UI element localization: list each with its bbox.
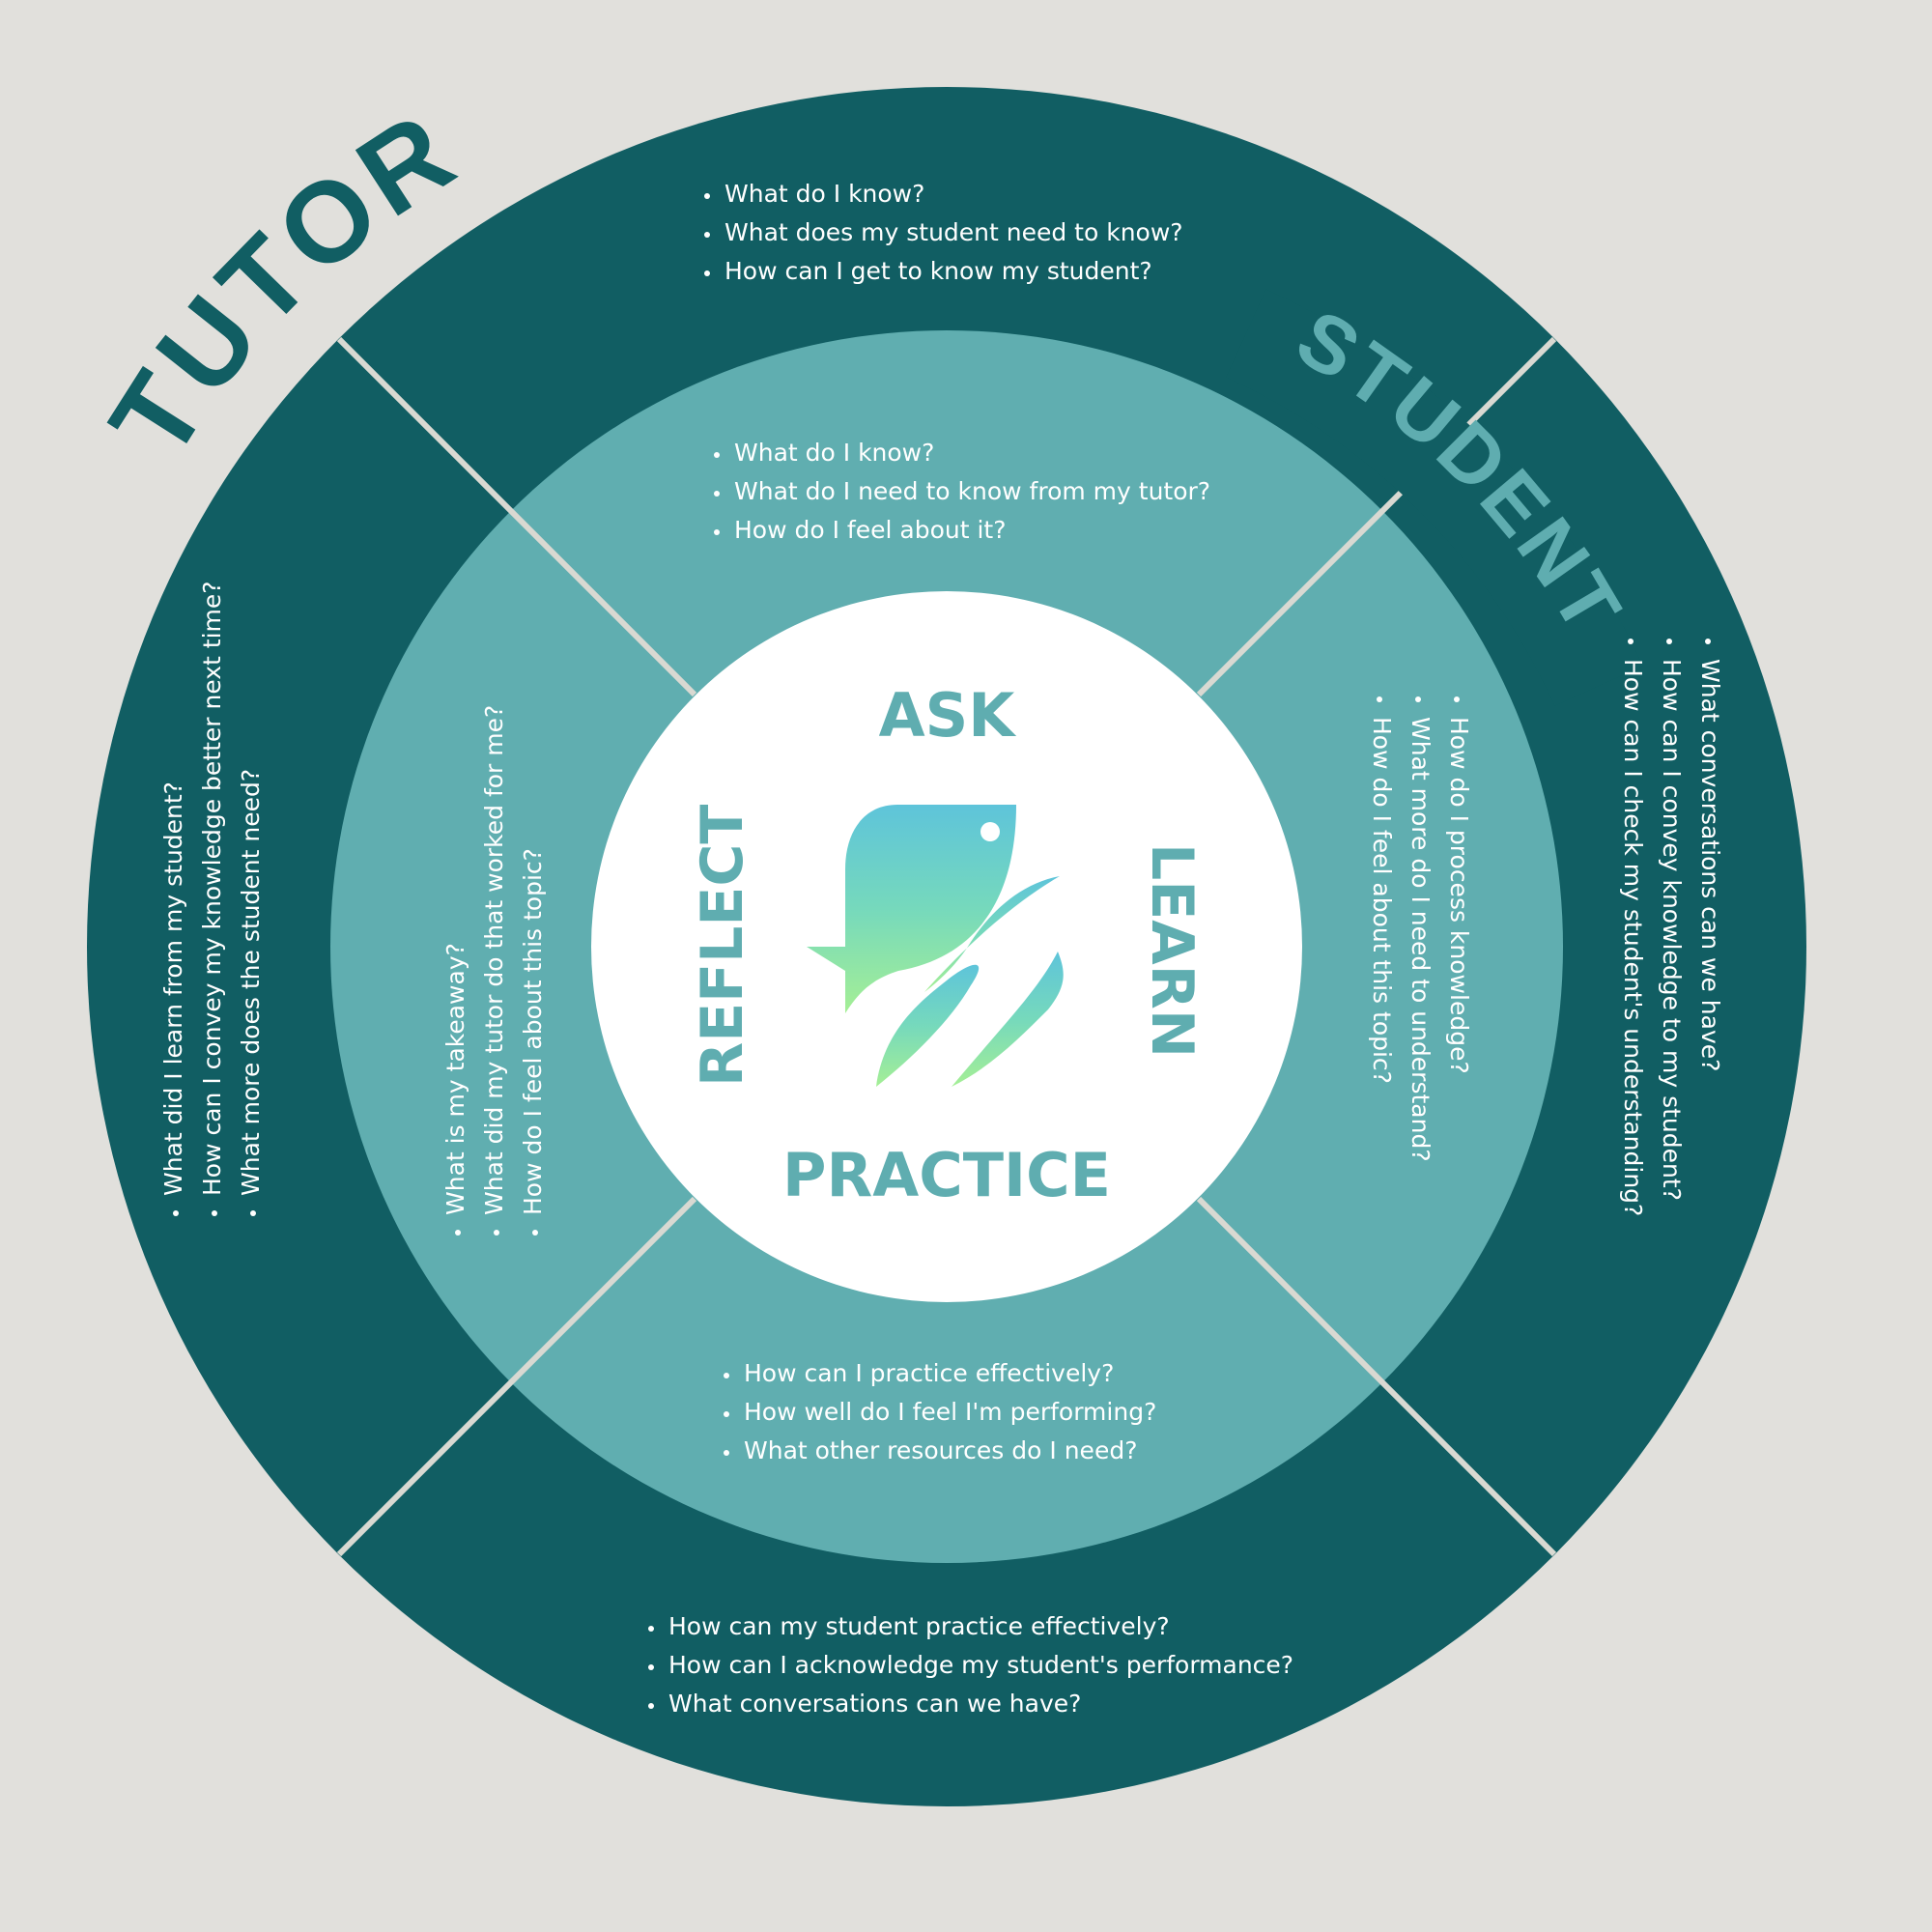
outer-left-question: What did I learn from my student?	[155, 581, 193, 1198]
inner-bottom-question: What other resources do I need?	[742, 1432, 1156, 1470]
inner-left-questions: What is my takeaway?What did my tutor do…	[437, 705, 553, 1246]
inner-top-question: What do I need to know from my tutor?	[732, 472, 1210, 511]
divider-bottom-left	[336, 1196, 697, 1557]
outer-bottom-question: How can I acknowledge my student's perfo…	[667, 1646, 1293, 1685]
divider-bottom-right	[1196, 1196, 1557, 1557]
inner-top-question: How do I feel about it?	[732, 511, 1210, 550]
outer-bottom-question: What conversations can we have?	[667, 1685, 1293, 1723]
divider-top-right	[1196, 336, 1557, 697]
inner-bottom-question: How well do I feel I'm performing?	[742, 1393, 1156, 1432]
reflect-label: REFLECT	[689, 804, 756, 1087]
outer-left-question: What more does the student need?	[232, 581, 270, 1198]
inner-top-questions: What do I know?What do I need to know fr…	[703, 434, 1210, 550]
learn-label: LEARN	[1138, 843, 1206, 1059]
outer-right-question: How can I check my student's understandi…	[1613, 657, 1652, 1216]
outer-top-question: What does my student need to know?	[723, 213, 1183, 252]
ask-label: ASK	[878, 680, 1015, 751]
inner-right-question: How do I feel about this topic?	[1362, 715, 1401, 1162]
inner-left-question: How do I feel about this topic?	[514, 705, 553, 1217]
student-label-backdrop	[1226, 289, 1643, 706]
inner-top-question: What do I know?	[732, 434, 1210, 472]
outer-top-question: How can I get to know my student?	[723, 252, 1183, 291]
outer-right-question: What conversations can we have?	[1690, 657, 1729, 1216]
inner-bottom-questions: How can I practice effectively?How well …	[713, 1354, 1156, 1470]
inner-bottom-question: How can I practice effectively?	[742, 1354, 1156, 1393]
inner-left-question: What did my tutor do that worked for me?	[475, 705, 514, 1217]
inner-right-question: What more do I need to understand?	[1401, 715, 1439, 1162]
inner-right-questions: How do I process knowledge?What more do …	[1362, 686, 1478, 1162]
fish-logo-icon	[807, 805, 1064, 1087]
outer-left-questions: What did I learn from my student?How can…	[155, 581, 270, 1227]
inner-left-question: What is my takeaway?	[437, 705, 475, 1217]
outer-bottom-question: How can my student practice effectively?	[667, 1607, 1293, 1646]
outer-top-question: What do I know?	[723, 175, 1183, 213]
outer-left-question: How can I convey my knowledge better nex…	[193, 581, 232, 1198]
divider-top-left	[336, 336, 697, 697]
outer-bottom-questions: How can my student practice effectively?…	[638, 1607, 1293, 1723]
outer-right-question: How can I convey knowledge to my student…	[1652, 657, 1690, 1216]
practice-label: PRACTICE	[782, 1140, 1111, 1210]
quadrant-dividers	[336, 336, 1557, 1557]
outer-top-questions: What do I know?What does my student need…	[694, 175, 1183, 291]
inner-right-question: How do I process knowledge?	[1439, 715, 1478, 1162]
outer-right-questions: What conversations can we have?How can I…	[1613, 628, 1729, 1216]
